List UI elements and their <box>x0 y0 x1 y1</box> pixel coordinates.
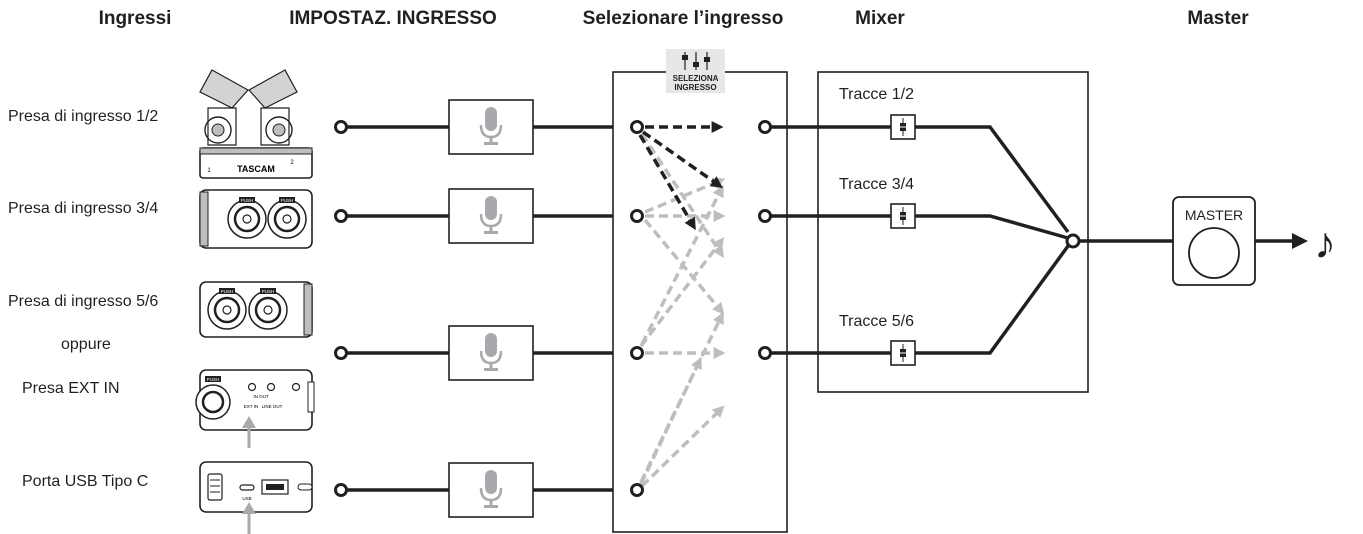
device-xlr-5-6-illustration: PUSH PUSH <box>199 281 313 338</box>
svg-text:PUSH: PUSH <box>241 198 254 203</box>
input-chain-5-6 <box>334 325 637 381</box>
svg-text:EXT IN: EXT IN <box>244 404 258 409</box>
svg-text:USB: USB <box>242 496 251 501</box>
track-label-1-2: Tracce 1/2 <box>839 86 914 103</box>
ext-in-pointer-arrow <box>242 416 256 448</box>
source-label-usb-c: Porta USB Tipo C <box>22 473 149 490</box>
input-chain-usb <box>334 462 637 518</box>
svg-text:LINE OUT: LINE OUT <box>262 404 283 409</box>
track-node-3-4 <box>758 209 772 223</box>
input-chain-1-2 <box>334 99 637 155</box>
music-note-icon: ♪ <box>1314 219 1336 268</box>
select-input-icon: SELEZIONA INGRESSO <box>666 49 725 93</box>
device-xlr-3-4-illustration: PUSH PUSH <box>199 189 313 249</box>
select-input-node-usb <box>630 483 644 497</box>
svg-text:PUSH: PUSH <box>221 289 234 294</box>
track-node-1-2 <box>758 120 772 134</box>
track-label-5-6: Tracce 5/6 <box>839 313 914 330</box>
device-stereo-mic-illustration: TASCAM 1 2 <box>199 69 313 179</box>
master-box: MASTER <box>1172 196 1256 286</box>
svg-text:2: 2 <box>290 160 294 166</box>
select-icon-line2: INGRESSO <box>674 83 716 92</box>
fader-icon <box>890 340 916 366</box>
output-arrowhead <box>1292 233 1308 249</box>
track-node-5-6 <box>758 346 772 360</box>
select-input-node-5-6 <box>630 346 644 360</box>
source-label-input-3-4: Presa di ingresso 3/4 <box>8 200 159 217</box>
mix-bus-node <box>1065 233 1081 249</box>
usb-pointer-arrow <box>242 502 256 534</box>
svg-text:IN OUT: IN OUT <box>253 394 269 399</box>
track-label-3-4: Tracce 3/4 <box>839 176 914 193</box>
routing-options-gray <box>639 133 726 488</box>
header-mixer: Mixer <box>855 8 905 29</box>
select-input-node-1-2 <box>630 120 644 134</box>
mixer-signal-lines <box>770 125 1292 355</box>
svg-text:PUSH: PUSH <box>207 377 220 382</box>
select-input-node-3-4 <box>630 209 644 223</box>
source-label-input-1-2: Presa di ingresso 1/2 <box>8 108 159 125</box>
svg-text:PUSH: PUSH <box>281 198 294 203</box>
select-icon-line1: SELEZIONA <box>673 74 719 83</box>
master-knob-icon <box>1188 227 1240 279</box>
fader-icon <box>890 114 916 140</box>
svg-text:1: 1 <box>207 168 211 174</box>
master-label: MASTER <box>1185 207 1243 223</box>
header-master: Master <box>1187 8 1249 29</box>
device-brand-text: TASCAM <box>237 164 275 174</box>
svg-text:PUSH: PUSH <box>262 289 275 294</box>
device-ext-in-illustration: PUSH IN OUT EXT IN LINE OUT <box>195 369 315 431</box>
select-input-box <box>612 71 788 533</box>
fader-icon <box>890 203 916 229</box>
source-label-or: oppure <box>61 336 111 353</box>
header-inputs: Ingressi <box>98 8 172 29</box>
source-label-input-5-6: Presa di ingresso 5/6 <box>8 293 159 310</box>
header-input-settings: IMPOSTAZ. INGRESSO <box>289 8 497 29</box>
routing-selected-black <box>638 121 724 231</box>
device-usb-c-illustration: USB <box>199 461 313 513</box>
source-label-ext-in: Presa EXT IN <box>22 380 120 397</box>
header-select-input: Selezionare l’ingresso <box>582 8 784 29</box>
input-chain-3-4 <box>334 188 637 244</box>
